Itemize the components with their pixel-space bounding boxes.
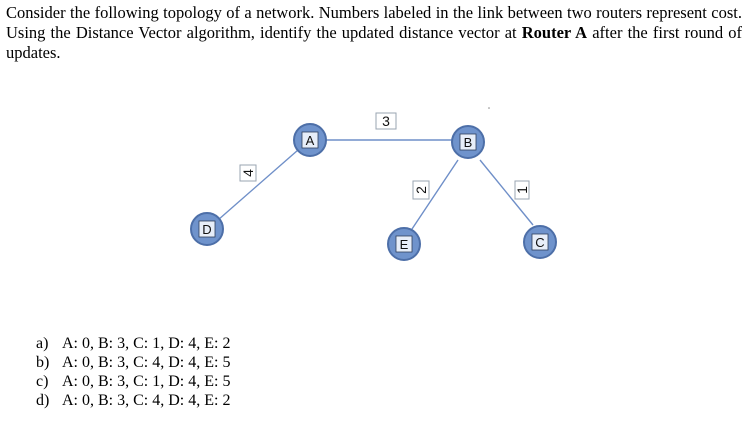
cost-value-b-e: 2 bbox=[413, 186, 429, 194]
option-letter: b) bbox=[36, 354, 50, 371]
option-text: A: 0, B: 3, C: 1, D: 4, E: 2 bbox=[62, 335, 231, 352]
question-router-name: Router A bbox=[521, 23, 588, 42]
router-node-e: E bbox=[387, 227, 421, 261]
option-text: A: 0, B: 3, C: 1, D: 4, E: 5 bbox=[62, 373, 231, 390]
router-label-a: A bbox=[306, 133, 315, 148]
cost-value-a-b: 3 bbox=[382, 113, 390, 129]
cost-label-b-c: 1 bbox=[514, 180, 530, 200]
question-lead: Consider the following topology of a net… bbox=[6, 3, 742, 42]
link-b-e bbox=[409, 159, 459, 233]
answer-option-a[interactable]: a) A: 0, B: 3, C: 1, D: 4, E: 2 bbox=[36, 334, 230, 353]
stray-dot bbox=[488, 107, 490, 109]
option-letter: a) bbox=[36, 335, 49, 352]
router-node-d: D bbox=[190, 212, 224, 246]
answer-option-c[interactable]: c) A: 0, B: 3, C: 1, D: 4, E: 5 bbox=[36, 372, 230, 391]
option-letter: c) bbox=[36, 373, 49, 390]
router-node-a: A bbox=[293, 123, 327, 157]
cost-value-a-d: 4 bbox=[240, 169, 256, 177]
router-node-c: C bbox=[523, 225, 557, 259]
router-label-e: E bbox=[400, 237, 409, 252]
router-label-b: B bbox=[464, 135, 473, 150]
answer-options: a) A: 0, B: 3, C: 1, D: 4, E: 2 b) A: 0, B… bbox=[36, 334, 230, 410]
answer-option-b[interactable]: b) A: 0, B: 3, C: 4, D: 4, E: 5 bbox=[36, 353, 230, 372]
router-label-d: D bbox=[202, 222, 211, 237]
link-a-d bbox=[217, 149, 299, 221]
link-b-c bbox=[479, 159, 534, 226]
option-text: A: 0, B: 3, C: 4, D: 4, E: 5 bbox=[62, 354, 231, 371]
option-letter: d) bbox=[36, 392, 50, 409]
option-text: A: 0, B: 3, C: 4, D: 4, E: 2 bbox=[62, 392, 231, 409]
question-tail: after the first round of updates. bbox=[6, 23, 742, 62]
router-node-b: B bbox=[451, 125, 485, 159]
answer-option-d[interactable]: d) A: 0, B: 3, C: 4, D: 4, E: 2 bbox=[36, 391, 230, 410]
router-label-c: C bbox=[535, 235, 544, 250]
cost-label-a-b: 3 bbox=[375, 112, 397, 130]
cost-label-a-d: 4 bbox=[239, 164, 257, 182]
cost-label-b-e: 2 bbox=[412, 180, 430, 200]
question-text: Consider the following topology of a net… bbox=[6, 3, 742, 63]
cost-value-b-c: 1 bbox=[514, 186, 530, 194]
